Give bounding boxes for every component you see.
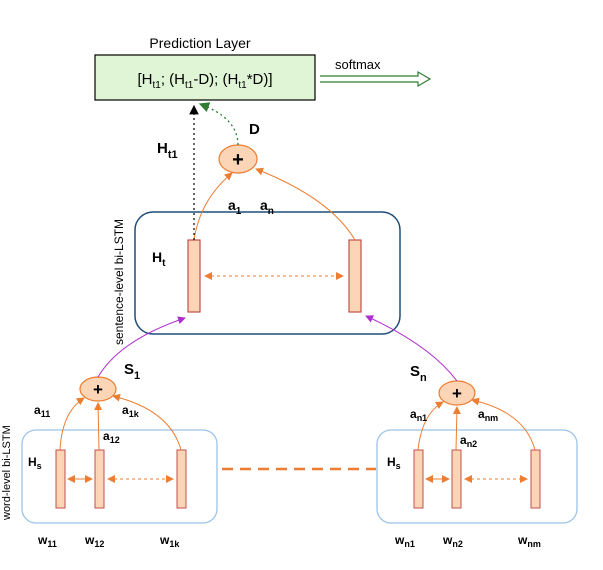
softmax-arrow [320,70,432,88]
word-attn-arrow-nm [471,397,536,451]
prediction-layer-title: Prediction Layer [149,35,251,51]
word-cell-1k [176,449,187,509]
s1-label: S1 [124,361,140,382]
word-attn-arrow-n2 [452,406,461,451]
word-attn-weight-12: a12 [103,429,120,445]
word-level-box-left [21,429,218,524]
word-attn-arrow-1k [112,393,182,451]
word-attn-arrow-n1 [417,401,444,451]
attention-weight-a1: a1 [228,197,242,217]
attention-arrow-an [255,167,356,241]
sentence-hidden-label: Ht [152,249,166,269]
word-w11: w11 [37,533,57,549]
sn-arrow [365,315,458,382]
sentence-attention-plus: + [232,149,244,171]
sn-label: Sn [410,363,427,384]
word-hidden-label-left: Hs [28,455,42,471]
word-level-side-label: word-level bi-LSTM [1,425,13,521]
word-cell-n1 [413,449,424,509]
word-attention-plus-right: + [452,384,462,403]
word-w1k: w1k [159,533,180,549]
sentence-level-side-label: sentence-level bi-LSTM [112,219,126,345]
softmax-label: softmax [335,57,381,72]
s1-arrow [97,316,186,378]
sentence-level-box [134,211,401,335]
word-level-box-right [376,429,578,524]
word-attn-arrow-11 [59,397,85,451]
prediction-layer-content: [Ht1; (Ht1-D); (Ht1*D)] [137,71,272,91]
word-cell-n2 [451,449,462,509]
word-wnm: wnm [517,533,541,549]
attention-weight-an: an [260,197,274,217]
prediction-layer-box [94,54,316,101]
d-arrow [198,102,239,146]
word-w12: w12 [84,533,104,549]
ht1-label: Ht1 [157,140,178,161]
word-attn-weight-n1: an1 [410,407,427,423]
word-cell-11 [55,449,66,509]
word-attn-weight-n2: an2 [460,433,477,449]
attention-arrow-a1 [193,172,233,241]
word-attn-weight-1k: a1k [122,403,140,419]
sentence-cell-n [348,239,362,313]
word-attention-plus-left: + [93,380,103,399]
word-attn-weight-11: a11 [34,403,50,419]
word-hidden-label-right: Hs [387,455,401,471]
word-attn-weight-nm: anm [478,407,498,423]
word-attn-arrow-12 [94,402,103,451]
attention-d-label: D [249,121,260,138]
word-wn1: wn1 [394,533,415,549]
sentence-cell-1 [187,239,201,313]
word-cell-12 [94,449,105,509]
word-wn2: wn2 [442,533,463,549]
word-cell-nm [530,449,541,509]
